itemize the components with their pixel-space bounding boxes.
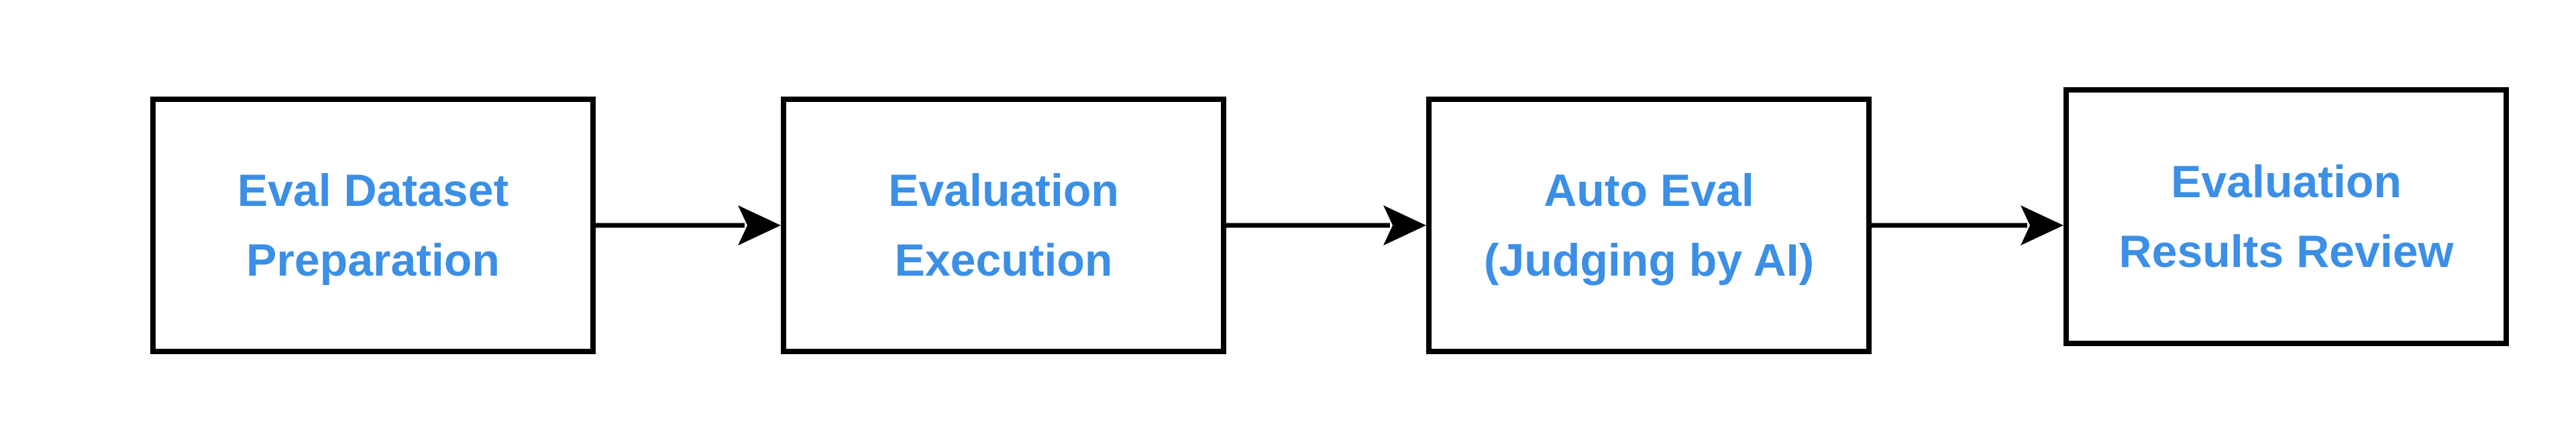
arrow-3-to-4 (1872, 205, 2063, 245)
evaluation-execution-box: Evaluation Execution (781, 97, 1226, 354)
arrow-1-to-2 (596, 205, 781, 245)
node-label: Evaluation Execution (888, 165, 1119, 286)
arrow-head (738, 205, 781, 245)
eval-dataset-preparation-box: Eval Dataset Preparation (150, 97, 596, 354)
arrow-head (2021, 205, 2063, 245)
node-label: Eval Dataset Preparation (237, 165, 509, 286)
node-label: Evaluation Results Review (2118, 156, 2454, 277)
evaluation-results-review-box: Evaluation Results Review (2063, 87, 2509, 346)
auto-eval-box: Auto Eval (Judging by AI) (1426, 97, 1872, 354)
arrow-head (1383, 205, 1426, 245)
node-label: Auto Eval (Judging by AI) (1483, 165, 1815, 286)
arrow-2-to-3 (1226, 205, 1426, 245)
